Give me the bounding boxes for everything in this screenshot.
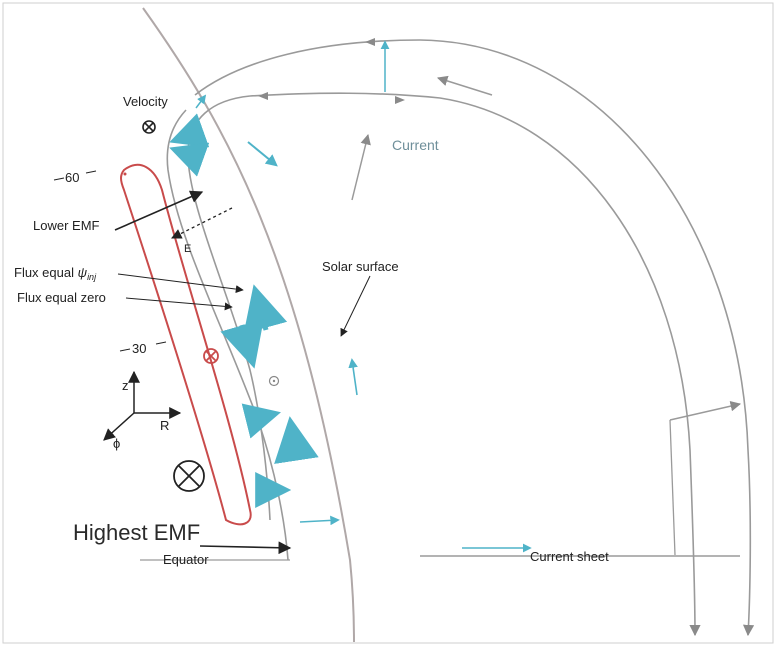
- field-arrow-head: [395, 96, 405, 104]
- axis-phi-label: ϕ: [113, 436, 120, 451]
- flux-inj-label: Flux equal ψinj: [14, 265, 97, 282]
- circled-x-icon: [173, 460, 205, 492]
- flux-zero-label: Flux equal zero: [17, 290, 106, 305]
- field-arrow-head: [365, 38, 375, 46]
- outer-field-line: [194, 39, 755, 637]
- latitude-60-label: 60: [65, 170, 79, 185]
- lat-tick: [155, 341, 167, 345]
- outer-field-line-lower: [166, 109, 289, 561]
- current-arrow: [436, 75, 493, 96]
- coordinate-axes: [103, 370, 182, 441]
- lat-tick: [119, 348, 131, 352]
- flux-tube: [120, 163, 252, 526]
- lower-emf-pointer: [114, 190, 204, 231]
- current-label: Current: [392, 137, 439, 153]
- lat-tick: [85, 170, 97, 174]
- solar-surface-label: Solar surface: [322, 259, 399, 274]
- equator-label: Equator: [163, 552, 209, 567]
- circled-dot-icon: [268, 375, 280, 387]
- circled-x-icon: [142, 120, 156, 134]
- width-marker-vertical: [669, 419, 676, 556]
- flow-arrow: [195, 94, 207, 109]
- width-marker: [669, 400, 742, 421]
- highest-emf-label: Highest EMF: [73, 520, 200, 545]
- flux-zero-pointer: [125, 297, 233, 311]
- lower-emf-label: Lower EMF: [33, 218, 100, 233]
- flow-arrows: [169, 113, 358, 526]
- lat-tick: [53, 177, 65, 181]
- tube-end-dot: [123, 172, 127, 176]
- axis-r-label: R: [160, 418, 169, 433]
- field-arrow-head: [258, 92, 268, 100]
- circled-x-icon: [203, 348, 219, 364]
- current-sheet-label: Current sheet: [530, 549, 609, 564]
- solar-surface-arc: [142, 7, 355, 643]
- velocity-label: Velocity: [123, 94, 168, 109]
- flux-inj-pointer: [117, 273, 244, 294]
- highest-emf-pointer: [199, 541, 292, 555]
- e-field-label: E: [184, 243, 191, 255]
- current-arrow: [351, 133, 371, 201]
- inner-field-line: [249, 92, 701, 637]
- latitude-30-label: 30: [132, 341, 146, 356]
- electric-field-arrow: [171, 207, 233, 239]
- axis-z-label: z: [122, 378, 129, 393]
- solar-surface-pointer: [340, 275, 371, 337]
